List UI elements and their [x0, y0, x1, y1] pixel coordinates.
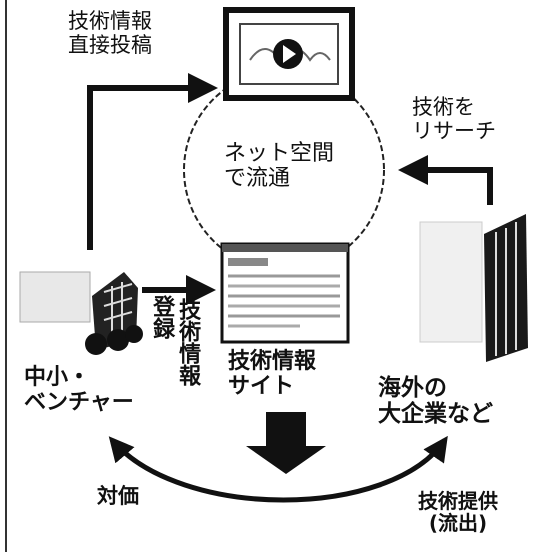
direct-post-arrow — [87, 73, 218, 250]
research-label: 技術を リサーチ — [412, 95, 496, 143]
research-arrow — [398, 155, 493, 205]
direct-post-label: 技術情報 直接投稿 — [68, 9, 152, 57]
outflow-arrow — [246, 412, 326, 474]
small-building-icon — [19, 271, 143, 355]
website-page-icon — [220, 242, 350, 344]
network-label: ネット空間 で流通 — [224, 141, 335, 191]
skyscraper-icon — [419, 214, 528, 362]
play-video-icon — [223, 7, 355, 101]
tech-provision-label: 技術提供 (流出) — [418, 489, 498, 536]
big-corp-label: 海外の 大企業など — [378, 375, 493, 427]
tech-info-vertical-label: 技術情報 — [175, 298, 201, 386]
sme-label: 中小・ ベンチャー — [24, 365, 134, 415]
exchange-curve-arrow — [108, 435, 448, 503]
info-site-label: 技術情報 サイト — [228, 349, 317, 399]
register-label: 登録 — [149, 295, 175, 339]
payment-label: 対価 — [97, 484, 139, 508]
